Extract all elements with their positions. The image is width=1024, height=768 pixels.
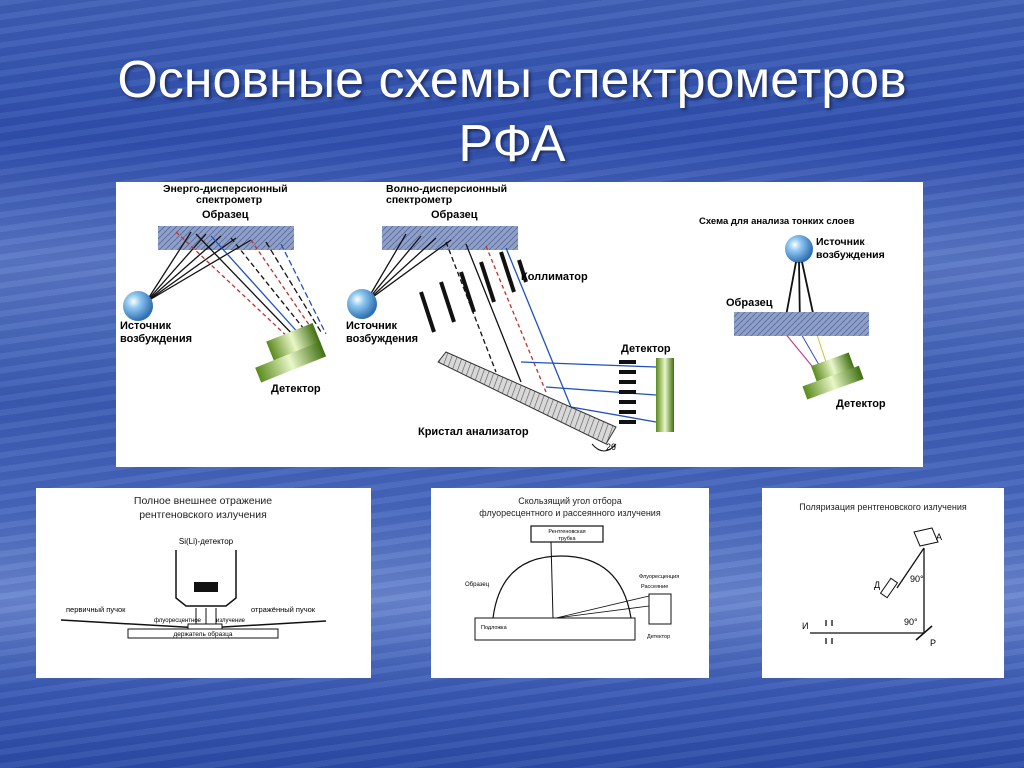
polar-title: Поляризация рентгеновского излучения [799, 502, 967, 512]
ed-rays [145, 231, 327, 341]
graze-scatter-ray [555, 605, 650, 619]
tl-title: Схема для анализа тонких слоев [699, 216, 855, 227]
graze-beam [550, 541, 554, 619]
tl-source [785, 235, 813, 263]
txrf-panel: Полное внешнее отражение рентгеновского … [36, 488, 371, 678]
wd-detector [656, 358, 674, 432]
graze-tube-label-1: Рентгеновская [548, 529, 585, 535]
ed-sample [158, 226, 294, 250]
graze-substrate [474, 617, 636, 641]
wd-source-rays [365, 233, 452, 303]
wd-source-label-1: Источник [346, 320, 398, 332]
polarization-diagram: Поляризация рентгеновского излучения А Д… [799, 502, 967, 648]
graze-detector-label: Детектор [647, 634, 670, 640]
wd-sample [382, 226, 518, 250]
polar-crystal-p [915, 625, 933, 641]
tl-detector [802, 352, 864, 400]
ed-source [123, 291, 153, 321]
wd-source-label-2: возбуждения [346, 333, 418, 345]
txrf-detector-crystal [194, 582, 218, 592]
polar-source-slits [825, 620, 833, 644]
txrf-detector [175, 550, 237, 607]
page-title: Основные схемы спектрометров РФА [0, 48, 1024, 176]
wd-detector-label: Детектор [621, 343, 671, 355]
graze-tube [530, 525, 604, 543]
ed-title-1: Энерго-дисперсионный [163, 183, 288, 195]
polar-label-p: Р [930, 638, 936, 648]
ed-title-2: спектрометр [196, 194, 262, 206]
polar-label-d: Д [874, 580, 880, 590]
tl-detector-label: Детектор [836, 398, 886, 410]
polar-detector-d [879, 577, 899, 599]
wd-angle-label: 2θ [606, 442, 616, 452]
ed-detector-label: Детектор [271, 383, 321, 395]
ed-source-label-2: возбуждения [120, 333, 192, 345]
title-line-2: РФА [458, 115, 566, 173]
graze-title-1: Скользящий угол отбора [518, 496, 622, 506]
txrf-fluor-label: флуоресцентное [154, 618, 202, 624]
tl-sample [734, 312, 869, 336]
txrf-reflected-label: отражённый пучок [251, 605, 316, 614]
graze-fluor-ray [555, 595, 650, 619]
polar-beam-to-d [896, 547, 925, 589]
wd-collimator-label: Коллиматор [521, 271, 588, 283]
tl-sample-label: Образец [726, 297, 773, 309]
txrf-primary-beam [60, 619, 202, 629]
txrf-title-1: Полное внешнее отражение [134, 495, 272, 507]
graze-tube-label-2: трубка [558, 536, 576, 542]
wd-source [347, 289, 377, 319]
graze-detector [648, 593, 672, 625]
graze-substrate-label: Подложка [481, 625, 508, 631]
txrf-diagram: Полное внешнее отражение рентгеновского … [60, 495, 327, 639]
ed-detector [255, 322, 327, 383]
wd-title-1: Волно-дисперсионный [386, 183, 507, 195]
graze-sample-label: Образец [465, 582, 490, 588]
graze-sample-dome [492, 555, 632, 619]
txrf-detector-label: Si(Li)-детектор [179, 537, 234, 546]
txrf-sample-spot [187, 623, 223, 630]
wd-sample-label: Образец [431, 209, 478, 221]
polar-crystal-a [913, 527, 939, 547]
txrf-radiation-label: излучение [216, 618, 246, 624]
polar-label-a: А [936, 532, 942, 542]
title-line-1: Основные схемы спектрометров [117, 51, 907, 109]
graze-scatter-label: Рассеяние [641, 584, 668, 590]
graze-fluor-label: Флуоресценция [639, 574, 679, 580]
tl-source-label-2: возбуждения [816, 249, 885, 261]
grazing-diagram: Скользящий угол отбора флуоресцентного и… [465, 496, 679, 641]
txrf-holder [127, 628, 279, 639]
polar-label-i: И [802, 621, 808, 631]
main-diagram: Энерго-дисперсионный спектрометр Образец… [120, 183, 886, 452]
wd-rays [445, 241, 657, 423]
grazing-panel: Скользящий угол отбора флуоресцентного и… [431, 488, 709, 678]
polarization-panel: Поляризация рентгеновского излучения А Д… [762, 488, 1004, 678]
graze-title-2: флуоресцентного и рассеянного излучения [479, 508, 661, 518]
ed-sample-label: Образец [202, 209, 249, 221]
txrf-fluor-arrows [195, 608, 217, 624]
polar-angle-2: 90° [904, 617, 918, 627]
txrf-title-2: рентгеновского излучения [139, 509, 267, 521]
wd-angle-arc [591, 443, 617, 452]
txrf-holder-label: держатель образца [174, 630, 233, 638]
wd-crystal-label: Кристал анализатор [418, 426, 529, 438]
wd-crystal [437, 351, 617, 445]
ed-source-label-1: Источник [120, 320, 172, 332]
wd-collimator [419, 251, 528, 333]
wd-title-2: спектрометр [386, 194, 452, 206]
txrf-primary-label: первичный пучок [66, 605, 126, 614]
polar-angle-1: 90° [910, 574, 924, 584]
main-diagram-panel: Энерго-дисперсионный спектрометр Образец… [116, 182, 923, 467]
tl-source-label-1: Источник [816, 236, 865, 248]
txrf-reflected-beam [205, 620, 327, 629]
wd-detector-slits [619, 360, 636, 424]
